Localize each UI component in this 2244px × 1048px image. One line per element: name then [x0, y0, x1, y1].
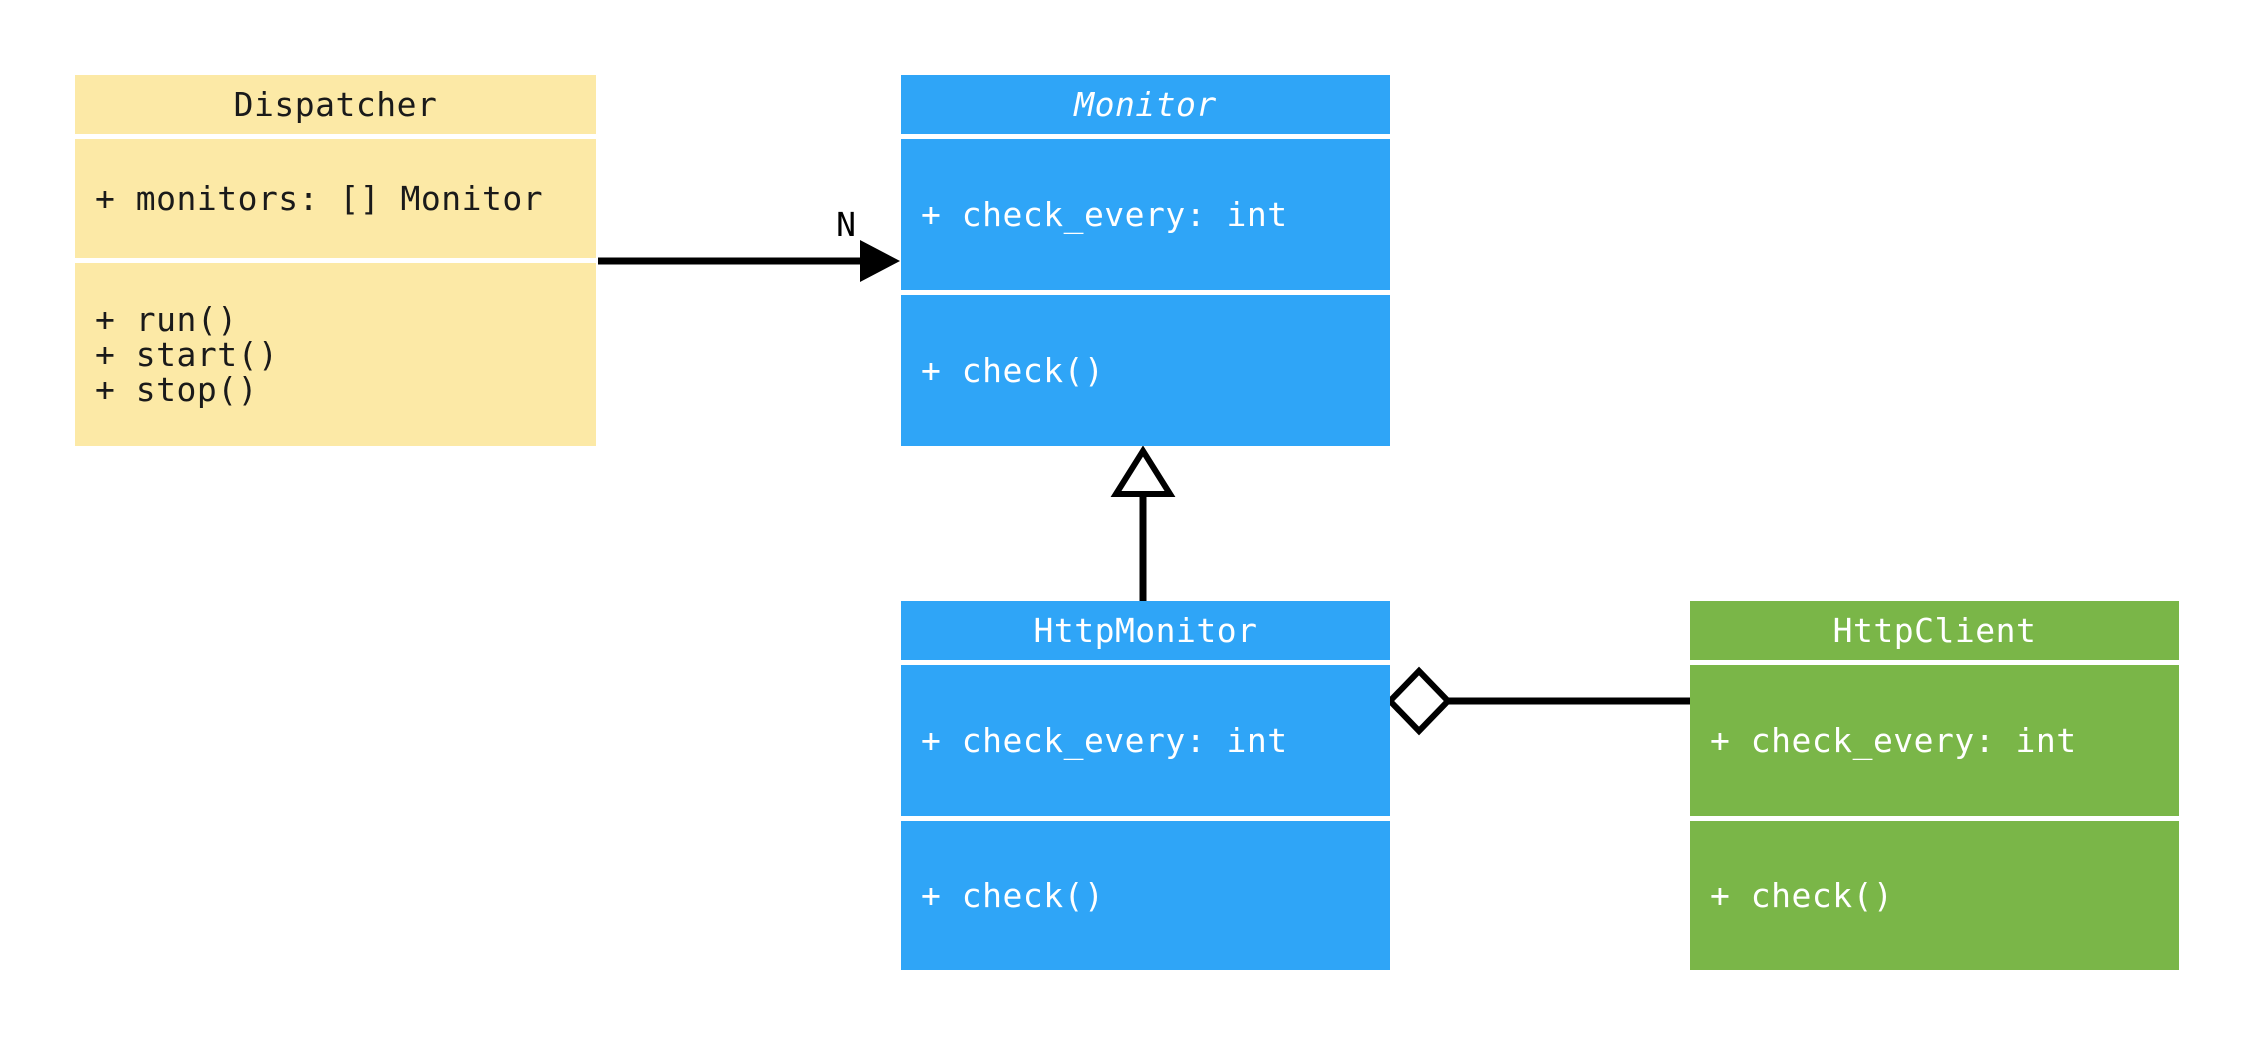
class-dispatcher: Dispatcher + monitors: [] Monitor + run(…: [75, 75, 596, 446]
method-item: + run(): [95, 300, 238, 339]
association-arrowhead-icon: [860, 240, 900, 282]
class-attributes-section: + monitors: [] Monitor: [75, 139, 596, 258]
class-http-monitor: HttpMonitor + check_every: int + check(): [901, 601, 1390, 970]
method-item: + start(): [95, 335, 279, 374]
class-methods-section: + check(): [1690, 821, 2179, 970]
attribute-item: + monitors: [] Monitor: [95, 179, 544, 218]
class-methods-section: + run() + start() + stop(): [75, 263, 596, 446]
method-item: + check(): [1710, 876, 1894, 915]
class-title: HttpMonitor: [901, 601, 1390, 660]
class-attributes-section: + check_every: int: [901, 139, 1390, 290]
class-attributes-section: + check_every: int: [901, 665, 1390, 816]
class-methods-section: + check(): [901, 821, 1390, 970]
class-attributes-section: + check_every: int: [1690, 665, 2179, 816]
class-title: HttpClient: [1690, 601, 2179, 660]
class-title: Dispatcher: [75, 75, 596, 134]
method-item: + check(): [921, 876, 1105, 915]
class-http-client: HttpClient + check_every: int + check(): [1690, 601, 2179, 970]
class-title: Monitor: [901, 75, 1390, 134]
method-item: + check(): [921, 351, 1105, 390]
association-multiplicity-label: N: [836, 205, 856, 244]
class-methods-section: + check(): [901, 295, 1390, 446]
attribute-item: + check_every: int: [1710, 721, 2077, 760]
class-monitor: Monitor + check_every: int + check(): [901, 75, 1390, 446]
aggregation-diamond-icon: [1385, 666, 1453, 736]
method-item: + stop(): [95, 370, 258, 409]
inheritance-triangle-icon: [1110, 445, 1176, 497]
attribute-item: + check_every: int: [921, 195, 1288, 234]
attribute-item: + check_every: int: [921, 721, 1288, 760]
